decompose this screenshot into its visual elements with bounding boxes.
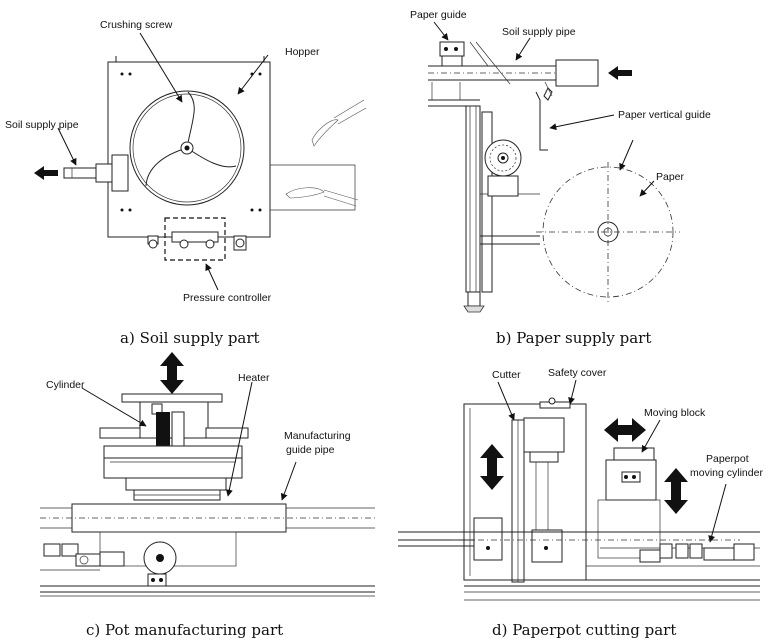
panel-soil-supply: Crushing screw Hopper Soil supply pipe P… <box>5 19 367 347</box>
machine-frame-b <box>428 82 540 313</box>
left-arrow-icon <box>34 166 58 180</box>
label-hopper: Hopper <box>285 46 320 58</box>
moving-block-arrow-icon <box>604 418 646 442</box>
caption-d: d) Paperpot cutting part <box>492 621 676 639</box>
label-manufacturing-guide-pipe-2: guide pipe <box>286 444 335 456</box>
label-paper-vertical-guide: Paper vertical guide <box>618 109 711 121</box>
hand-illustration-lower <box>285 187 359 207</box>
label-paperpot-moving-cylinder-2: moving cylinder <box>690 467 763 479</box>
cylinder <box>156 412 170 448</box>
paper-roll <box>542 166 674 298</box>
panel-paperpot-cutting: Cutter Safety cover Moving block Paperpo… <box>398 367 763 639</box>
soil-supply-pipe-a <box>63 154 129 192</box>
label-paper: Paper <box>656 171 685 183</box>
caption-b: b) Paper supply part <box>496 329 651 347</box>
caption-a: a) Soil supply part <box>120 329 260 347</box>
panel-paper-supply: Paper guide Soil supply pipe Paper verti… <box>410 9 711 347</box>
panel-pot-manufacturing: Cylinder Heater Manufacturing guide pipe… <box>40 352 375 639</box>
cutter-motion-arrow-icon <box>480 444 504 490</box>
label-paperpot-moving-cylinder-1: Paperpot <box>706 453 749 465</box>
cutter <box>511 417 565 583</box>
feed-arrow-icon <box>608 66 632 80</box>
label-soil-supply-pipe: Soil supply pipe <box>5 119 79 131</box>
label-soil-supply-pipe-b: Soil supply pipe <box>502 26 576 38</box>
label-moving-block: Moving block <box>644 407 706 419</box>
label-pressure-controller: Pressure controller <box>183 292 272 304</box>
crushing-screw <box>145 91 237 187</box>
paper-guide <box>439 41 511 85</box>
caption-c: c) Pot manufacturing part <box>86 621 283 639</box>
label-crushing-screw: Crushing screw <box>100 19 173 31</box>
drive-gear <box>484 139 522 197</box>
label-heater: Heater <box>238 372 270 384</box>
pressure-controller-fittings <box>147 231 247 251</box>
hopper-circle <box>129 90 245 206</box>
paperpot-moving-cylinder <box>639 543 755 563</box>
paperpot-motion-arrow-icon <box>664 468 688 514</box>
paper-vertical-guide <box>535 81 553 151</box>
label-manufacturing-guide-pipe-1: Manufacturing <box>284 430 351 442</box>
label-cutter: Cutter <box>492 369 521 381</box>
label-safety-cover: Safety cover <box>548 367 607 379</box>
label-paper-guide: Paper guide <box>410 9 467 21</box>
pressure-controller-box <box>164 217 226 261</box>
manufacturing-guide-pipe <box>40 503 375 533</box>
moving-block <box>597 447 661 559</box>
left-fittings-c <box>43 543 125 567</box>
hand-illustration-upper <box>311 99 367 147</box>
vertical-double-arrow-icon <box>160 352 184 394</box>
label-cylinder: Cylinder <box>46 379 85 391</box>
